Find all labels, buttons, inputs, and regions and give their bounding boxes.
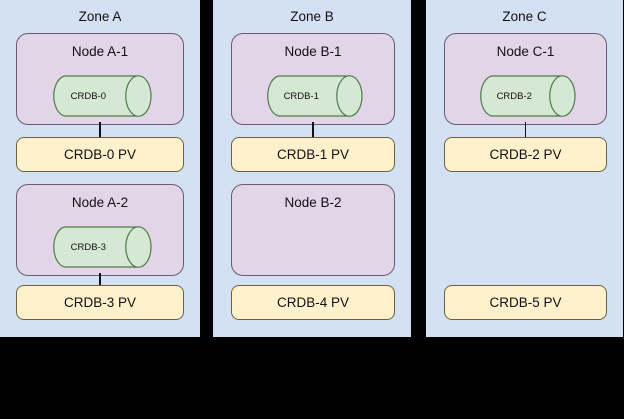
pv-box-pv-crdb-4[interactable]: CRDB-4 PV	[231, 285, 395, 320]
pv-label-pv-crdb-5: CRDB-5 PV	[489, 294, 562, 310]
pv-label-pv-crdb-4: CRDB-4 PV	[276, 294, 349, 310]
zone-title-zone-c: Zone C	[502, 9, 547, 24]
connector-node-c-1	[524, 122, 527, 137]
pv-box-pv-crdb-1[interactable]: CRDB-1 PV	[231, 137, 395, 172]
node-title-node-a-1: Node A-1	[71, 44, 129, 59]
pv-box-pv-crdb-3[interactable]: CRDB-3 PV	[16, 285, 184, 320]
pv-box-pv-crdb-2[interactable]: CRDB-2 PV	[444, 137, 607, 172]
pv-label-pv-crdb-1: CRDB-1 PV	[276, 146, 349, 162]
connector-node-a-1	[99, 122, 101, 137]
node-box-node-b-2[interactable]: Node B-2	[231, 184, 395, 276]
database-cylinder-crdb-0[interactable]: CRDB-0	[51, 75, 152, 117]
pv-box-pv-crdb-5[interactable]: CRDB-5 PV	[444, 285, 607, 320]
pv-label-pv-crdb-3: CRDB-3 PV	[63, 294, 136, 310]
pv-label-pv-crdb-2: CRDB-2 PV	[489, 146, 562, 162]
connector-node-a-2	[99, 273, 101, 285]
pv-label-pv-crdb-0: CRDB-0 PV	[63, 146, 136, 162]
pv-box-pv-crdb-0[interactable]: CRDB-0 PV	[16, 137, 184, 172]
node-title-node-a-2: Node A-2	[71, 195, 129, 210]
database-cylinder-crdb-3[interactable]: CRDB-3	[51, 226, 152, 268]
node-title-node-b-1: Node B-1	[284, 44, 342, 59]
node-title-node-c-1: Node C-1	[496, 44, 555, 59]
database-cylinder-crdb-2[interactable]: CRDB-2	[478, 75, 576, 117]
database-cylinder-crdb-1[interactable]: CRDB-1	[265, 75, 363, 117]
connector-node-b-1	[312, 122, 314, 137]
zone-title-zone-b: Zone B	[290, 9, 334, 24]
node-title-node-b-2: Node B-2	[284, 195, 342, 210]
zone-title-zone-a: Zone A	[78, 9, 122, 24]
